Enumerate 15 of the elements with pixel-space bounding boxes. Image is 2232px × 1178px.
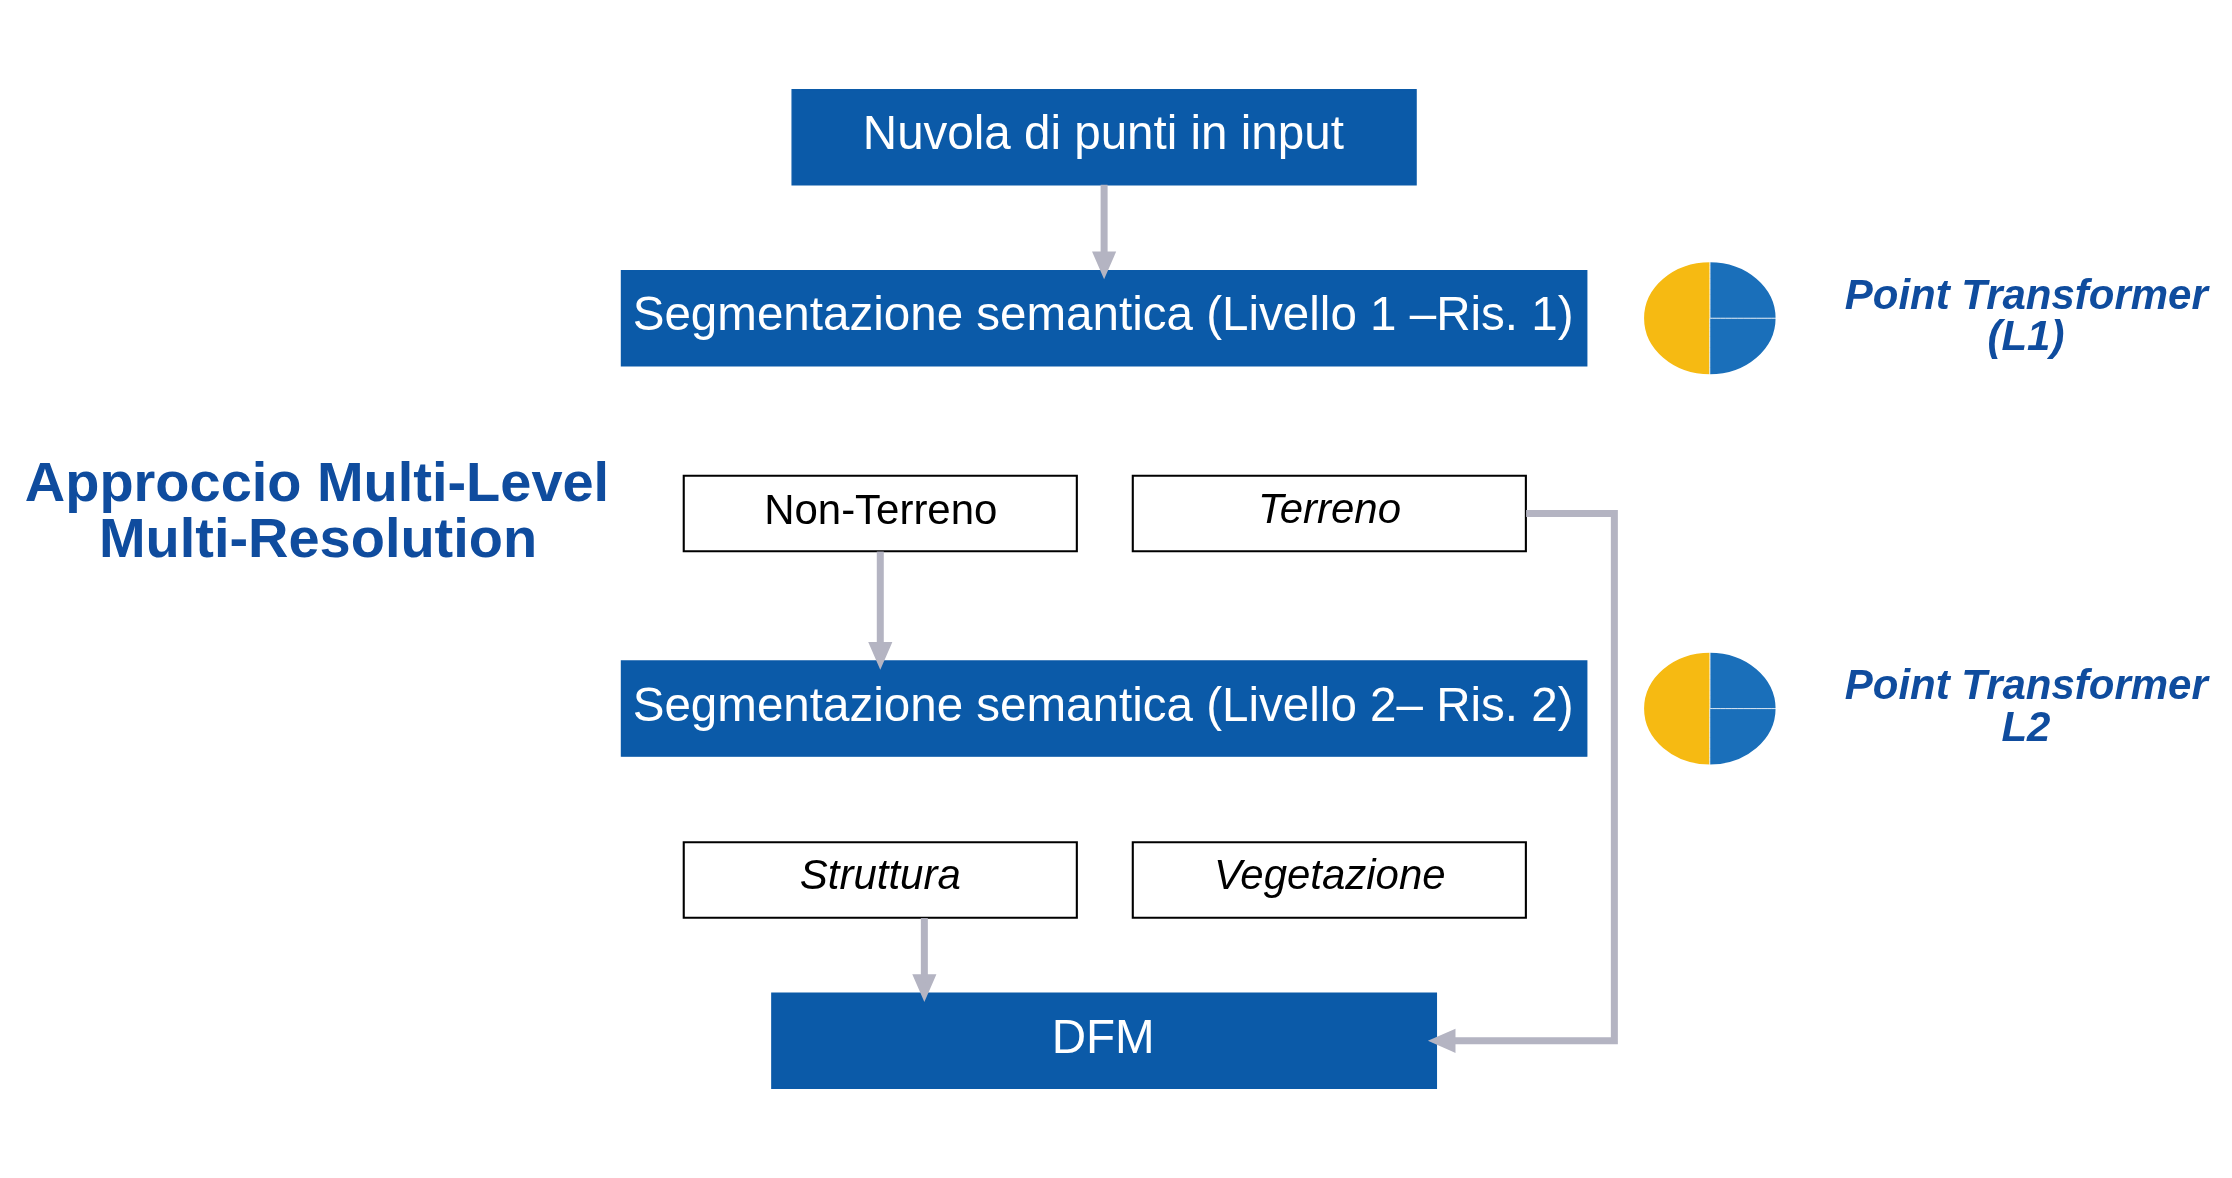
- node-box: Terreno: [1131, 474, 1527, 553]
- node-box: Segmentazione semantica (Livello 2– Ris. 2): [620, 660, 1588, 757]
- arrow: [1427, 509, 1618, 1053]
- node-box: Struttura: [682, 841, 1078, 919]
- label: Point Transformer (L1): [1844, 270, 2208, 360]
- arrow: [1092, 184, 1117, 280]
- node-box: Segmentazione semantica (Livello 1 –Ris. 1): [620, 270, 1588, 367]
- node-box: Vegetazione: [1131, 841, 1527, 919]
- arrow: [868, 551, 893, 670]
- node-box: Nuvola di punti in input: [791, 88, 1417, 186]
- label: Point Transformer L2: [1844, 660, 2208, 750]
- node-box: Non-Terreno: [682, 474, 1078, 553]
- label: Approccio Multi-Level Multi-Resolution: [24, 449, 610, 569]
- node-box: DFM: [771, 992, 1438, 1090]
- arrow: [912, 918, 937, 1002]
